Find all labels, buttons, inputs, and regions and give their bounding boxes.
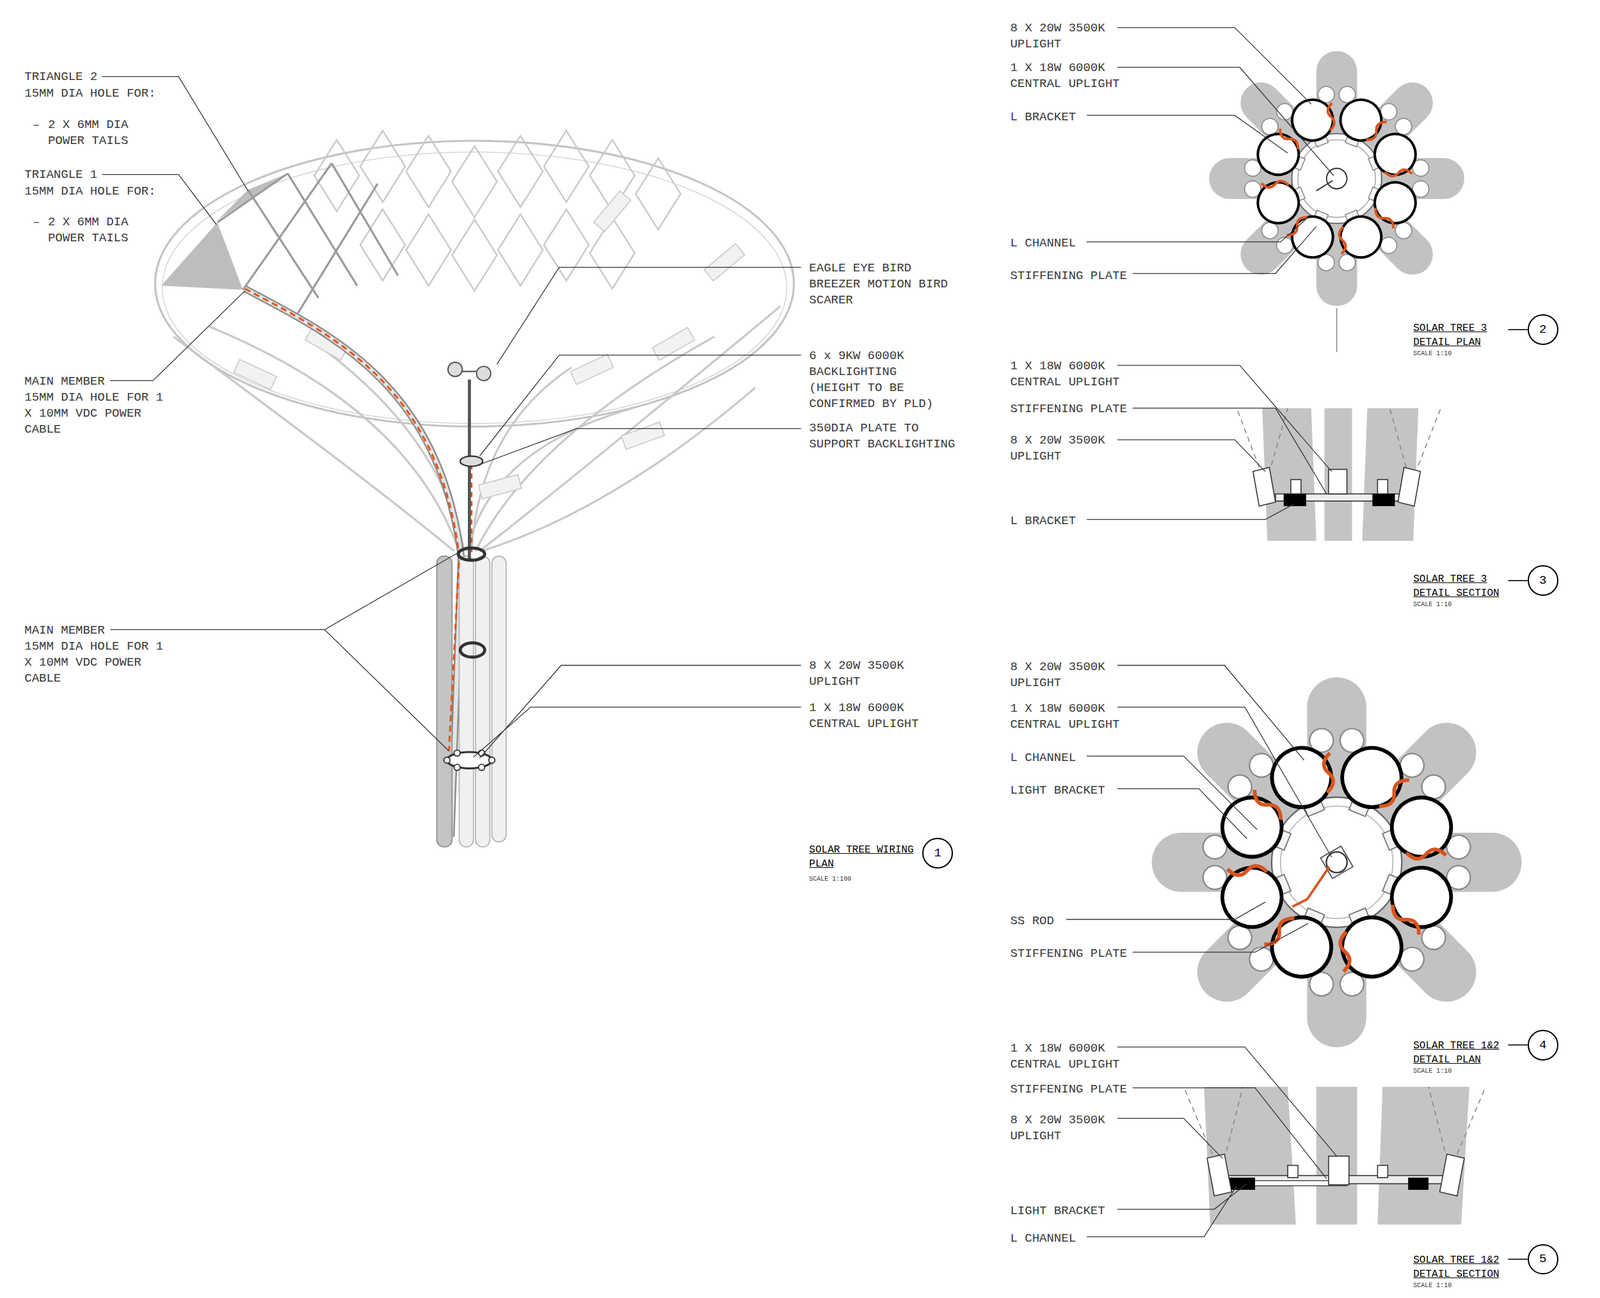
- callout-label: 2 X 6MM DIA POWER TAILS: [48, 117, 133, 150]
- callout-label: 15MM DIA HOLE FOR 1 X 10MM VDC POWER CAB…: [24, 389, 168, 438]
- scale-note: SCALE 1:10: [1413, 1281, 1452, 1290]
- callout-label: 15MM DIA HOLE FOR 1 X 10MM VDC POWER CAB…: [24, 638, 168, 687]
- callout-label: 8 X 20W 3500K UPLIGHT: [1009, 20, 1110, 53]
- callout-number: 1: [934, 846, 942, 860]
- callout-number: 3: [1539, 574, 1547, 587]
- bullet-dash: –: [32, 214, 40, 231]
- callout-label: SS ROD: [1009, 913, 1054, 930]
- callout-label: 1 X 18W 6000K CENTRAL UPLIGHT: [1009, 1040, 1124, 1073]
- callout-label: STIFFENING PLATE: [1009, 268, 1127, 285]
- view-title: SOLAR TREE 3 DETAIL SECTION: [1413, 572, 1503, 601]
- callout-label: L BRACKET: [1009, 513, 1076, 530]
- view-number-circle: 4: [1527, 1029, 1559, 1061]
- callout-label: STIFFENING PLATE: [1009, 1081, 1127, 1098]
- callout-label: 15MM DIA HOLE FOR:: [24, 183, 156, 200]
- scale-note: SCALE 1:10: [1413, 600, 1452, 609]
- callout-label: 8 X 20W 3500K UPLIGHT: [1009, 1112, 1110, 1145]
- view-title: SOLAR TREE 1&2 DETAIL SECTION: [1413, 1253, 1503, 1282]
- callout-label: EAGLE EYE BIRD BREEZER MOTION BIRD SCARE…: [808, 260, 952, 309]
- callout-label: 8 X 20W 3500K UPLIGHT: [808, 657, 909, 690]
- view-number-circle: 2: [1527, 314, 1559, 345]
- callout-label: 1 X 18W 6000K CENTRAL UPLIGHT: [808, 700, 923, 733]
- view-number-circle: 3: [1527, 565, 1559, 596]
- callout-label: 1 X 18W 6000K CENTRAL UPLIGHT: [1009, 700, 1124, 733]
- callout-label: L CHANNEL: [1009, 750, 1076, 767]
- callout-number: 4: [1539, 1038, 1547, 1052]
- scale-note: SCALE 1:100: [808, 875, 852, 884]
- scale-note: SCALE 1:10: [1413, 1067, 1452, 1076]
- callout-label: STIFFENING PLATE: [1009, 401, 1127, 418]
- view-number-circle: 5: [1527, 1244, 1559, 1275]
- bullet-dash: –: [32, 117, 40, 134]
- callout-label: TRIANGLE 2: [24, 69, 98, 86]
- callout-label: 1 X 18W 6000K CENTRAL UPLIGHT: [1009, 358, 1124, 391]
- callout-label: 1 X 18W 6000K CENTRAL UPLIGHT: [1009, 60, 1124, 93]
- callout-number: 5: [1539, 1252, 1547, 1266]
- callout-label: LIGHT BRACKET: [1009, 1203, 1105, 1220]
- callout-label: 2 X 6MM DIA POWER TAILS: [48, 214, 133, 247]
- callout-label: TRIANGLE 1: [24, 167, 98, 184]
- callout-label: L CHANNEL: [1009, 1230, 1076, 1247]
- view-title: SOLAR TREE 3 DETAIL PLAN: [1413, 321, 1491, 350]
- callout-label: 6 x 9KW 6000K BACKLIGHTING (HEIGHT TO BE…: [808, 348, 938, 413]
- view-title: SOLAR TREE 1&2 DETAIL PLAN: [1413, 1038, 1503, 1067]
- view-number-circle: 1: [922, 837, 953, 869]
- callout-label: 15MM DIA HOLE FOR:: [24, 85, 156, 102]
- view-title: SOLAR TREE WIRING PLAN: [808, 842, 918, 872]
- callout-label: MAIN MEMBER: [24, 622, 105, 639]
- callout-label: MAIN MEMBER: [24, 373, 105, 390]
- callout-label: L BRACKET: [1009, 109, 1076, 126]
- callout-number: 2: [1539, 323, 1547, 336]
- callout-label: LIGHT BRACKET: [1009, 782, 1105, 799]
- callout-label: 8 X 20W 3500K UPLIGHT: [1009, 659, 1110, 692]
- callout-label: L CHANNEL: [1009, 235, 1076, 252]
- callout-label: 8 X 20W 3500K UPLIGHT: [1009, 432, 1110, 465]
- callout-label: STIFFENING PLATE: [1009, 945, 1127, 962]
- callout-label: 350DIA PLATE TO SUPPORT BACKLIGHTING: [808, 420, 960, 453]
- scale-note: SCALE 1:10: [1413, 350, 1452, 358]
